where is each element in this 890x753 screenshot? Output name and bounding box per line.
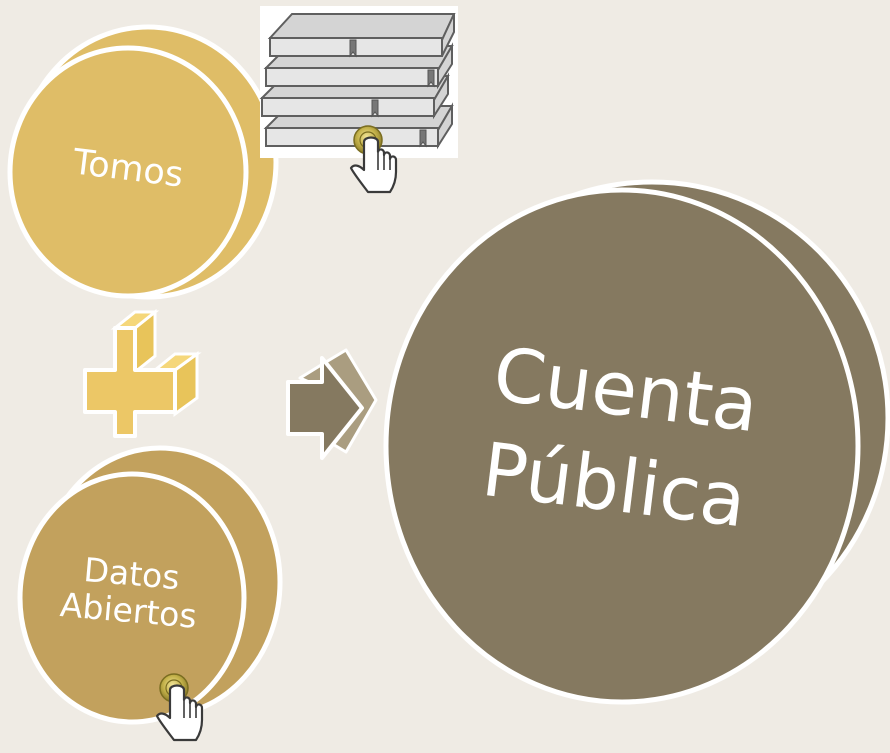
hand-pointer-icon[interactable] (155, 673, 204, 742)
cuenta-publica-disk[interactable] (383, 179, 890, 705)
tomos-disk[interactable] (7, 24, 279, 300)
books-icon[interactable] (259, 6, 458, 158)
hand-pointer-icon[interactable] (349, 125, 398, 194)
datos-abiertos-disk[interactable] (17, 445, 283, 725)
arrow-right-icon (286, 348, 378, 460)
plus-icon (83, 308, 202, 438)
